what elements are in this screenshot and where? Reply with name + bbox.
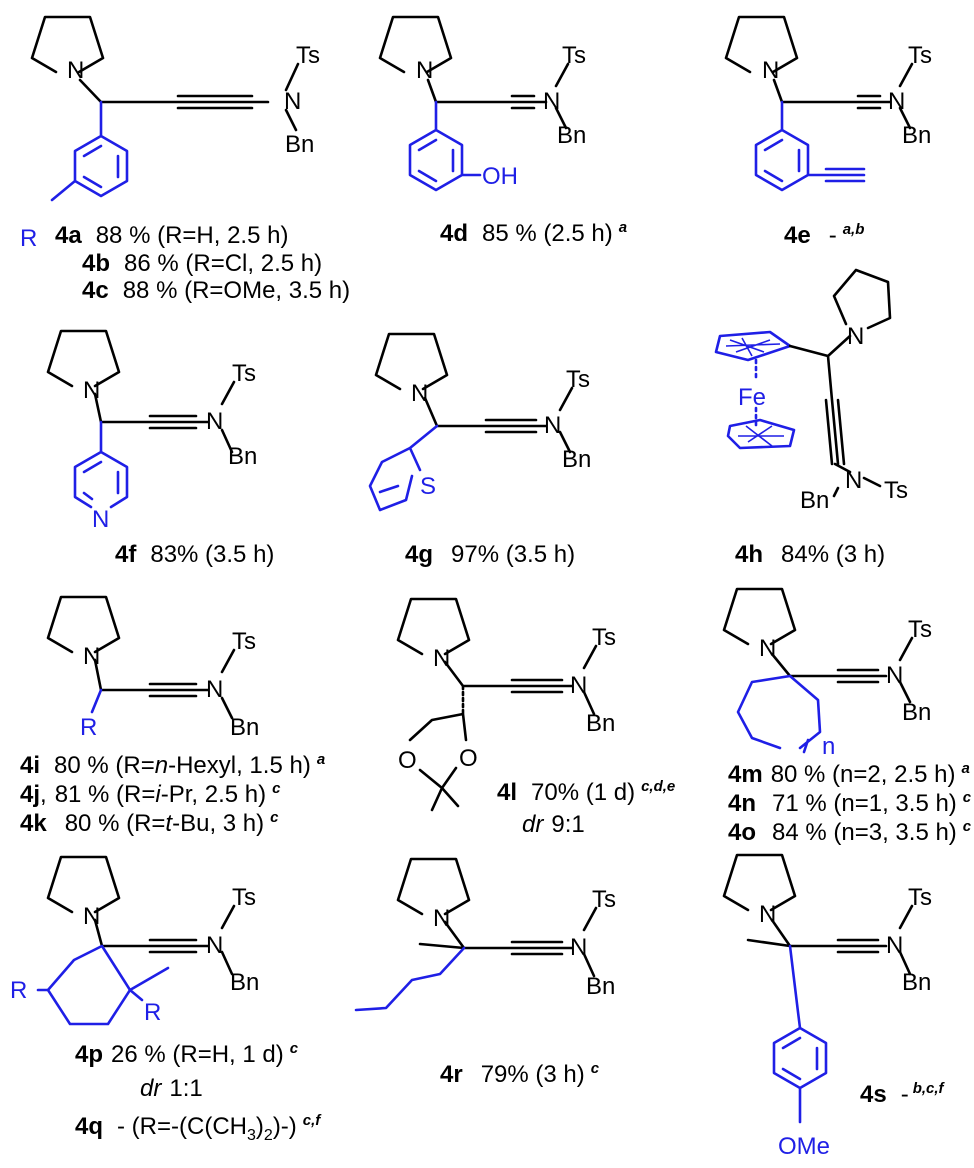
atom-n: N bbox=[83, 377, 100, 404]
structure-4i: N N Ts Bn R bbox=[46, 595, 259, 741]
atom-bn: Bn bbox=[230, 969, 259, 996]
atom-n: N bbox=[206, 932, 223, 959]
atom-n: N bbox=[284, 88, 301, 115]
atom-n: N bbox=[543, 88, 560, 115]
atom-n: N bbox=[411, 380, 428, 407]
atom-ts: Ts bbox=[566, 366, 590, 393]
structure-4r: N N Ts Bn bbox=[354, 857, 616, 1012]
atom-n: N bbox=[544, 412, 561, 439]
atom-bn: Bn bbox=[285, 131, 314, 158]
label-4j: 4j,81 % (R=i-Pr, 2.5 h)c bbox=[20, 780, 281, 808]
atom-ome: OMe bbox=[778, 1133, 830, 1160]
atom-ts: Ts bbox=[232, 628, 256, 655]
label-4e: 4e-a,b bbox=[784, 221, 864, 249]
label-4s: 4s-b,c,f bbox=[860, 1080, 946, 1108]
atom-bn: Bn bbox=[557, 122, 586, 149]
atom-bn: Bn bbox=[228, 443, 257, 470]
atom-bn: Bn bbox=[586, 710, 615, 737]
atom-bn: Bn bbox=[562, 446, 591, 473]
atom-n: N bbox=[206, 408, 223, 435]
atom-n: N bbox=[433, 905, 450, 932]
atom-bn: Bn bbox=[586, 973, 615, 1000]
atom-n: N bbox=[845, 467, 862, 494]
atom-n: N bbox=[433, 645, 450, 672]
atom-n: N bbox=[886, 932, 903, 959]
structure-4f: N N Ts Bn N bbox=[46, 329, 257, 533]
atom-bn: Bn bbox=[800, 487, 829, 514]
atom-n: N bbox=[570, 672, 587, 699]
structure-4e: N N Ts Bn bbox=[724, 15, 932, 192]
atom-ts: Ts bbox=[592, 886, 616, 913]
atom-bn: Bn bbox=[230, 714, 259, 741]
atom-n-subscript: n bbox=[822, 733, 835, 760]
structure-4s: N N Ts Bn OMe bbox=[722, 853, 932, 1160]
atom-ts: Ts bbox=[908, 616, 932, 643]
atom-ts: Ts bbox=[884, 477, 908, 504]
atom-r: R bbox=[10, 977, 27, 1004]
atom-n: N bbox=[206, 676, 223, 703]
structure-4h: Fe N N Ts Bn bbox=[714, 268, 908, 514]
structure-4m: N N Ts Bn n bbox=[722, 587, 932, 760]
atom-n: N bbox=[83, 903, 100, 930]
atom-r: R bbox=[20, 225, 37, 252]
atom-o: O bbox=[398, 747, 417, 774]
atom-ts: Ts bbox=[296, 42, 320, 69]
atom-n: N bbox=[92, 506, 109, 533]
atom-n: N bbox=[83, 643, 100, 670]
atom-bn: Bn bbox=[902, 122, 931, 149]
atom-ts: Ts bbox=[232, 360, 256, 387]
atom-fe: Fe bbox=[738, 384, 766, 411]
structure-4a: N N Ts Bn R bbox=[20, 15, 320, 252]
label-4q: 4q- (R=-(C(CH3)2)-)c,f bbox=[75, 1112, 322, 1144]
atom-n: N bbox=[67, 57, 84, 84]
atom-n: N bbox=[416, 57, 433, 84]
atom-n: N bbox=[762, 57, 779, 84]
atom-n: N bbox=[570, 934, 587, 961]
atom-oh: OH bbox=[482, 163, 518, 190]
atom-n: N bbox=[759, 635, 776, 662]
structure-4d: N N Ts Bn OH bbox=[378, 15, 586, 192]
atom-n: N bbox=[759, 901, 776, 928]
structure-4g: N N Ts Bn S bbox=[368, 332, 591, 512]
atom-ts: Ts bbox=[908, 884, 932, 911]
atom-bn: Bn bbox=[902, 969, 931, 996]
atom-s: S bbox=[420, 473, 436, 500]
structure-4l: N N Ts Bn O O bbox=[396, 597, 616, 812]
atom-bn: Bn bbox=[902, 699, 931, 726]
atom-o: O bbox=[459, 745, 478, 772]
atom-ts: Ts bbox=[592, 624, 616, 651]
atom-r: R bbox=[144, 999, 161, 1026]
atom-n: N bbox=[888, 88, 905, 115]
atom-n: N bbox=[847, 323, 864, 350]
atom-ts: Ts bbox=[908, 42, 932, 69]
atom-ts: Ts bbox=[562, 42, 586, 69]
atom-r: R bbox=[80, 714, 97, 741]
atom-n: N bbox=[886, 662, 903, 689]
atom-ts: Ts bbox=[232, 884, 256, 911]
structure-4p: N N Ts Bn R R bbox=[10, 855, 259, 1026]
